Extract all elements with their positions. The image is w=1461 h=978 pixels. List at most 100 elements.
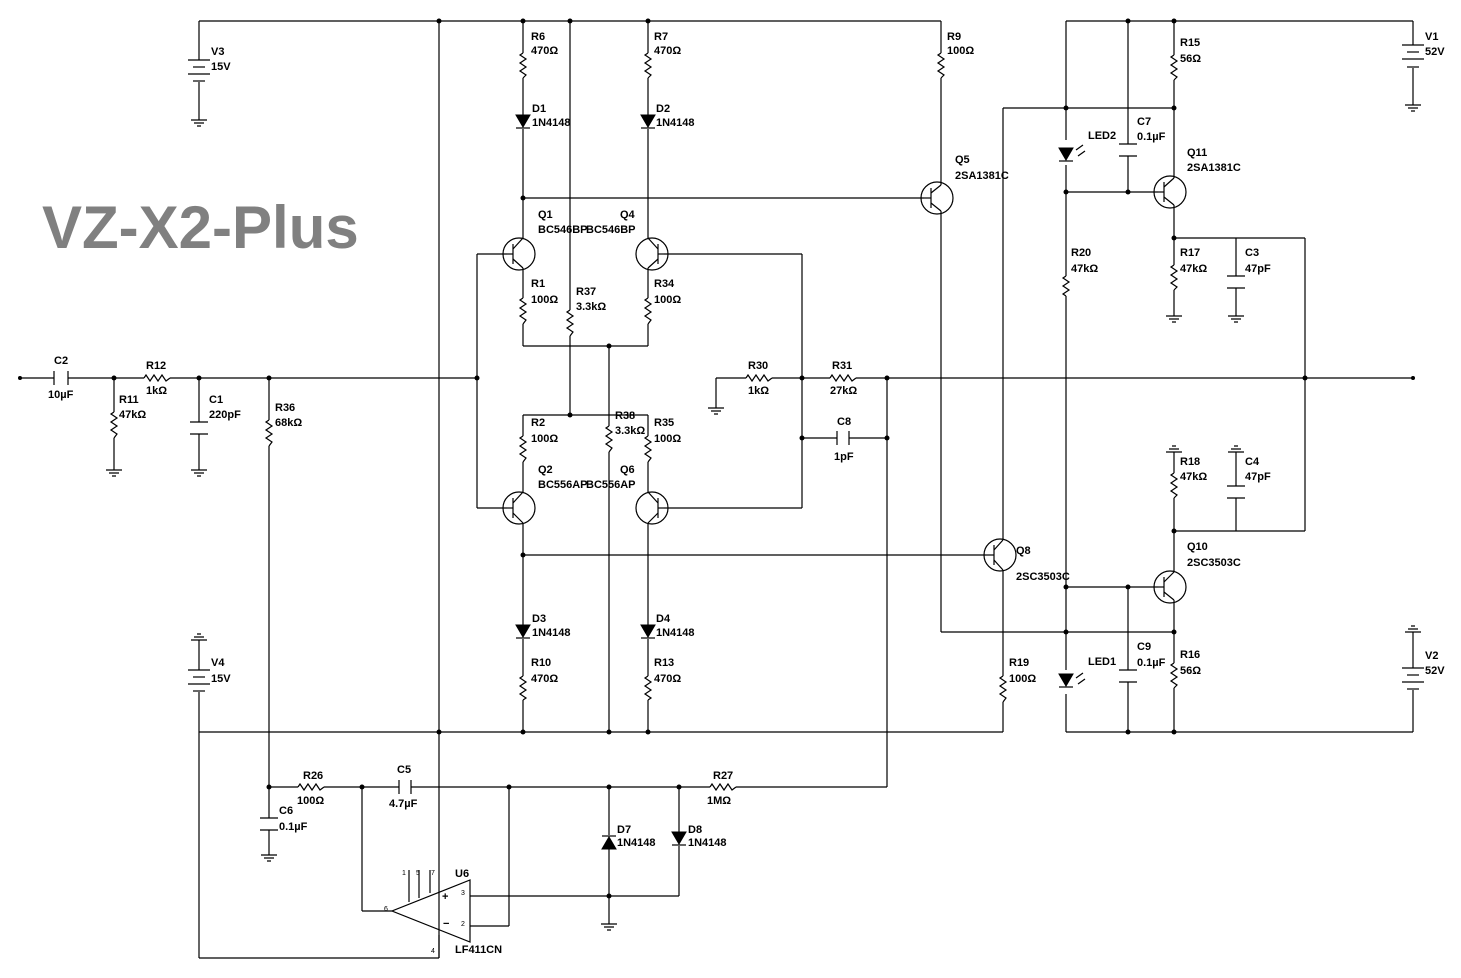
q10-ref: Q10 <box>1187 541 1208 553</box>
d7-ref: D7 <box>617 824 631 836</box>
d1-value: 1N4148 <box>532 117 571 129</box>
c8-value: 1pF <box>834 451 854 463</box>
r35-value: 100Ω <box>654 433 681 445</box>
q8-value: 2SC3503C <box>1016 571 1070 583</box>
r17-value: 47kΩ <box>1180 263 1207 275</box>
c7-value: 0.1µF <box>1137 131 1166 143</box>
r10-value: 470Ω <box>531 673 558 685</box>
r13-value: 470Ω <box>654 673 681 685</box>
r27-value: 1MΩ <box>707 795 731 807</box>
svg-text:7: 7 <box>431 870 435 877</box>
r10-ref: R10 <box>531 657 551 669</box>
r35-ref: R35 <box>654 417 674 429</box>
d4-value: 1N4148 <box>656 627 695 639</box>
d3-ref: D3 <box>532 613 546 625</box>
v2-value: 52V <box>1425 665 1445 677</box>
r17-ref: R17 <box>1180 247 1200 259</box>
opamp-symbol: + − <box>390 879 471 943</box>
q4-value: BC546BP <box>586 224 636 236</box>
r15-ref: R15 <box>1180 37 1200 49</box>
d8-ref: D8 <box>688 824 702 836</box>
c2-ref: C2 <box>54 355 68 367</box>
v1-ref: V1 <box>1425 31 1438 43</box>
q6-ref: Q6 <box>620 464 635 476</box>
svg-text:6: 6 <box>384 906 388 913</box>
q2-value: BC556AP <box>538 479 588 491</box>
r9-value: 100Ω <box>947 45 974 57</box>
v3-value: 15V <box>211 61 231 73</box>
r36-value: 68kΩ <box>275 417 302 429</box>
d2-ref: D2 <box>656 103 670 115</box>
resistor-symbols <box>109 52 1179 792</box>
c8-ref: C8 <box>837 416 851 428</box>
capacitor-symbols <box>53 143 1245 831</box>
svg-text:V4: V4 <box>211 657 225 669</box>
ground-symbols <box>106 104 1421 931</box>
r13-ref: R13 <box>654 657 674 669</box>
r11-ref: R11 <box>119 394 139 406</box>
r7-value: 470Ω <box>654 45 681 57</box>
u6-ref: U6 <box>455 868 469 880</box>
c7-ref: C7 <box>1137 116 1151 128</box>
r1-ref: R1 <box>531 278 545 290</box>
svg-text:15V: 15V <box>211 61 231 73</box>
r16-ref: R16 <box>1180 649 1200 661</box>
battery-symbols <box>188 44 1424 692</box>
component-labels: V3 15V V4 15V V1 52V V2 52V R6 470Ω R7 4… <box>48 31 1445 956</box>
svg-text:−: − <box>443 918 449 930</box>
u6-value: LF411CN <box>455 944 502 956</box>
v1-value: 52V <box>1425 46 1445 58</box>
c1-ref: C1 <box>209 394 223 406</box>
c1-value: 220pF <box>209 409 241 421</box>
svg-text:52V: 52V <box>1425 665 1445 677</box>
q1-value: BC546BP <box>538 224 588 236</box>
r19-value: 100Ω <box>1009 673 1036 685</box>
c9-value: 0.1µF <box>1137 657 1166 669</box>
transistor-symbols <box>502 175 1187 604</box>
svg-text:3: 3 <box>461 890 465 897</box>
r38-ref: R38 <box>615 410 635 422</box>
r27-ref: R27 <box>713 770 733 782</box>
svg-text:15V: 15V <box>211 673 231 685</box>
r6-ref: R6 <box>531 31 545 43</box>
r6-value: 470Ω <box>531 45 558 57</box>
r15-value: 56Ω <box>1180 53 1201 65</box>
q11-value: 2SA1381C <box>1187 162 1241 174</box>
r12-ref: R12 <box>146 360 166 372</box>
r37-value: 3.3kΩ <box>576 301 606 313</box>
svg-text:1: 1 <box>402 870 406 877</box>
d4-ref: D4 <box>656 613 671 625</box>
r30-value: 1kΩ <box>748 385 769 397</box>
r36-ref: R36 <box>275 402 295 414</box>
r2-ref: R2 <box>531 417 545 429</box>
schematic-title: VZ-X2-Plus <box>42 194 359 261</box>
led1-ref: LED1 <box>1088 656 1116 668</box>
q5-value: 2SA1381C <box>955 170 1009 182</box>
c3-value: 47pF <box>1245 263 1271 275</box>
c4-ref: C4 <box>1245 456 1260 468</box>
q5-ref: Q5 <box>955 154 970 166</box>
wires <box>20 20 1414 959</box>
r37-ref: R37 <box>576 286 596 298</box>
c5-value: 4.7µF <box>389 798 418 810</box>
v3-ref: V3 <box>211 46 224 58</box>
r20-ref: R20 <box>1071 247 1091 259</box>
r20-value: 47kΩ <box>1071 263 1098 275</box>
q2-ref: Q2 <box>538 464 553 476</box>
svg-text:+: + <box>442 891 448 903</box>
q10-value: 2SC3503C <box>1187 557 1241 569</box>
r2-value: 100Ω <box>531 433 558 445</box>
junctions <box>18 18 1415 899</box>
d3-value: 1N4148 <box>532 627 571 639</box>
led2-ref: LED2 <box>1088 130 1116 142</box>
svg-text:5: 5 <box>416 870 420 877</box>
d1-ref: D1 <box>532 103 546 115</box>
v2-ref: V2 <box>1425 650 1438 662</box>
c5-ref: C5 <box>397 764 411 776</box>
svg-text:4: 4 <box>431 948 435 955</box>
r26-ref: R26 <box>303 770 323 782</box>
v4-value: 15V <box>211 673 231 685</box>
q1-ref: Q1 <box>538 209 553 221</box>
r34-ref: R34 <box>654 278 675 290</box>
